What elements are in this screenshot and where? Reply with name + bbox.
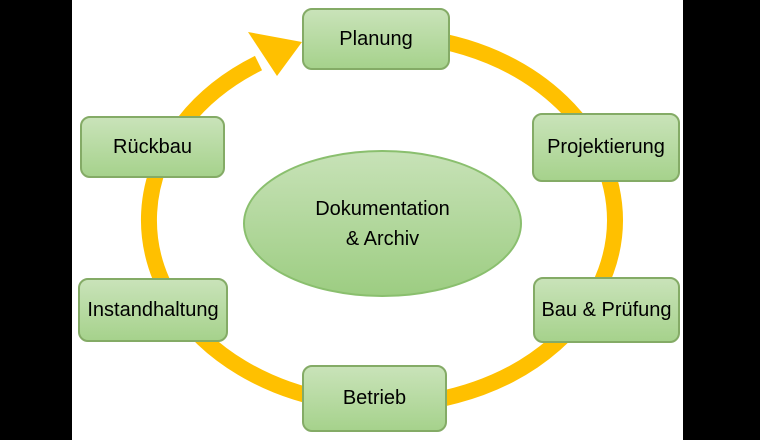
left-letterbox-bar (0, 0, 72, 440)
node-instandhaltung: Instandhaltung (78, 278, 228, 342)
node-betrieb-label: Betrieb (342, 387, 407, 409)
center-label-line2: & Archiv (345, 227, 420, 250)
node-bau-pruefung: Bau & Prüfung (533, 277, 680, 343)
node-projektierung-label: Projektierung (547, 136, 665, 158)
node-projektierung: Projektierung (532, 113, 680, 182)
cycle-arrow (140, 27, 623, 413)
right-letterbox-bar (683, 0, 760, 440)
diagram-canvas: Planung Projektierung Bau & Prüfung Betr… (72, 0, 683, 440)
node-rueckbau: Rückbau (80, 116, 225, 178)
node-rueckbau-label: Rückbau (113, 135, 192, 158)
node-planung: Planung (302, 8, 450, 70)
cycle-arc (140, 27, 623, 413)
node-bau-pruefung-label: Bau & Prüfung (541, 298, 672, 321)
node-instandhaltung-label: Instandhaltung (87, 298, 219, 321)
node-betrieb: Betrieb (302, 365, 447, 432)
center-label-line1: Dokumentation (315, 197, 450, 220)
center-ellipse-dokumentation: Dokumentation & Archiv (243, 150, 522, 297)
cycle-arrowhead (248, 32, 302, 76)
node-planung-label: Planung (339, 27, 413, 50)
